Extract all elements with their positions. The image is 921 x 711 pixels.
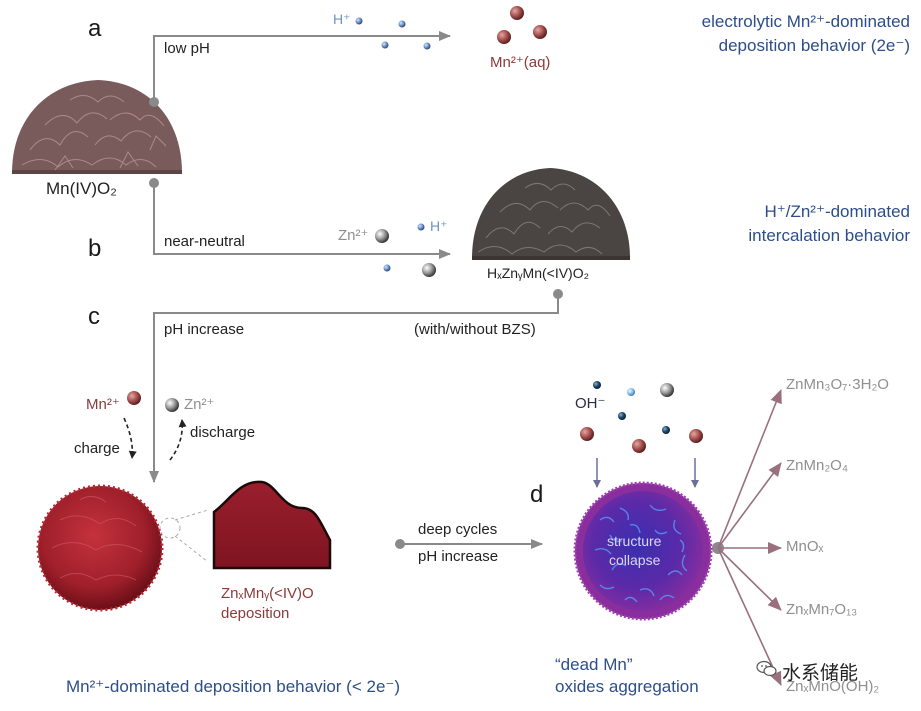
charge-label: charge [74, 440, 120, 457]
h-ion-label: H⁺ [333, 11, 351, 27]
behavior-b-line2: intercalation behavior [748, 226, 910, 245]
discharge-label: discharge [190, 424, 256, 441]
h-ion-icon [355, 17, 431, 50]
mno2-label: Mn(IV)O₂ [46, 179, 117, 198]
deep-cycles-label: deep cycles [418, 521, 498, 538]
product-arrows [717, 389, 782, 686]
mn-ion-label: Mn²⁺ [86, 396, 120, 413]
zn-ion-label: Zn²⁺ [184, 396, 215, 413]
condition-ph-increase: pH increase [164, 321, 245, 338]
zn-ion-icon [165, 398, 179, 412]
behavior-a-line1: electrolytic Mn²⁺-dominated [701, 12, 910, 31]
bzs-note: (with/without BZS) [414, 321, 536, 338]
watermark-text: 水系储能 [782, 662, 859, 684]
product-5: ZnₓMnO(OH)₂ [786, 678, 880, 695]
structure-label: structure [607, 533, 662, 549]
mn-ion-icon [580, 427, 703, 453]
h-ion-icon [383, 223, 425, 272]
path-lines [149, 31, 559, 549]
wechat-icon [756, 660, 777, 677]
mn-aq-label: Mn²⁺(aq) [490, 54, 551, 71]
panel-label-a: a [88, 15, 102, 42]
deposited-particle [36, 484, 164, 612]
behavior-b-line1: H⁺/Zn²⁺-dominated [764, 202, 911, 221]
intercalated-particle [472, 168, 630, 260]
panel-label-b: b [88, 235, 102, 262]
condition-low-ph: low pH [164, 40, 210, 57]
collapse-label: collapse [609, 552, 661, 568]
condition-near-neutral: near-neutral [164, 233, 245, 250]
down-arrows [593, 458, 699, 488]
product-4: ZnₓMn₇O₁₃ [786, 601, 858, 618]
zoom-lines [159, 509, 209, 563]
dead-mn-caption-1: “dead Mn” [555, 655, 633, 674]
zn-ion-icon [375, 229, 436, 277]
mno2-particle [12, 80, 182, 174]
product-2: ZnMn₂O₄ [786, 457, 848, 474]
behavior-c: Mn²⁺-dominated deposition behavior (< 2e… [66, 677, 401, 696]
oh-ion-label: OH⁻ [575, 395, 606, 412]
zn-ion-label: Zn²⁺ [338, 227, 369, 244]
dead-mn-particle [573, 481, 713, 621]
oh-ion-icon [593, 381, 670, 434]
behavior-a-line2: deposition behavior (2e⁻) [718, 36, 910, 55]
deposit-label-line1: ZnₓMnᵧ(<IV)O [221, 585, 314, 602]
deposit-label-line2: deposition [221, 605, 290, 622]
dead-mn-caption-2: oxides aggregation [555, 677, 699, 696]
h-ion-label: H⁺ [430, 218, 448, 234]
intercalated-label: HₓZnᵧMn(<IV)O₂ [487, 265, 590, 281]
product-3: MnOₓ [786, 538, 824, 555]
charge-arrows [123, 417, 187, 461]
deposit-layer [212, 480, 332, 570]
panel-label-d: d [530, 481, 544, 508]
mn-ion-icon [497, 6, 547, 44]
mn-ion-icon [127, 391, 141, 405]
zn-ion-icon [660, 383, 674, 397]
product-1: ZnMn₃O₇·3H₂O [786, 376, 889, 393]
panel-label-c: c [88, 303, 100, 330]
ph-increase-label: pH increase [418, 548, 499, 565]
